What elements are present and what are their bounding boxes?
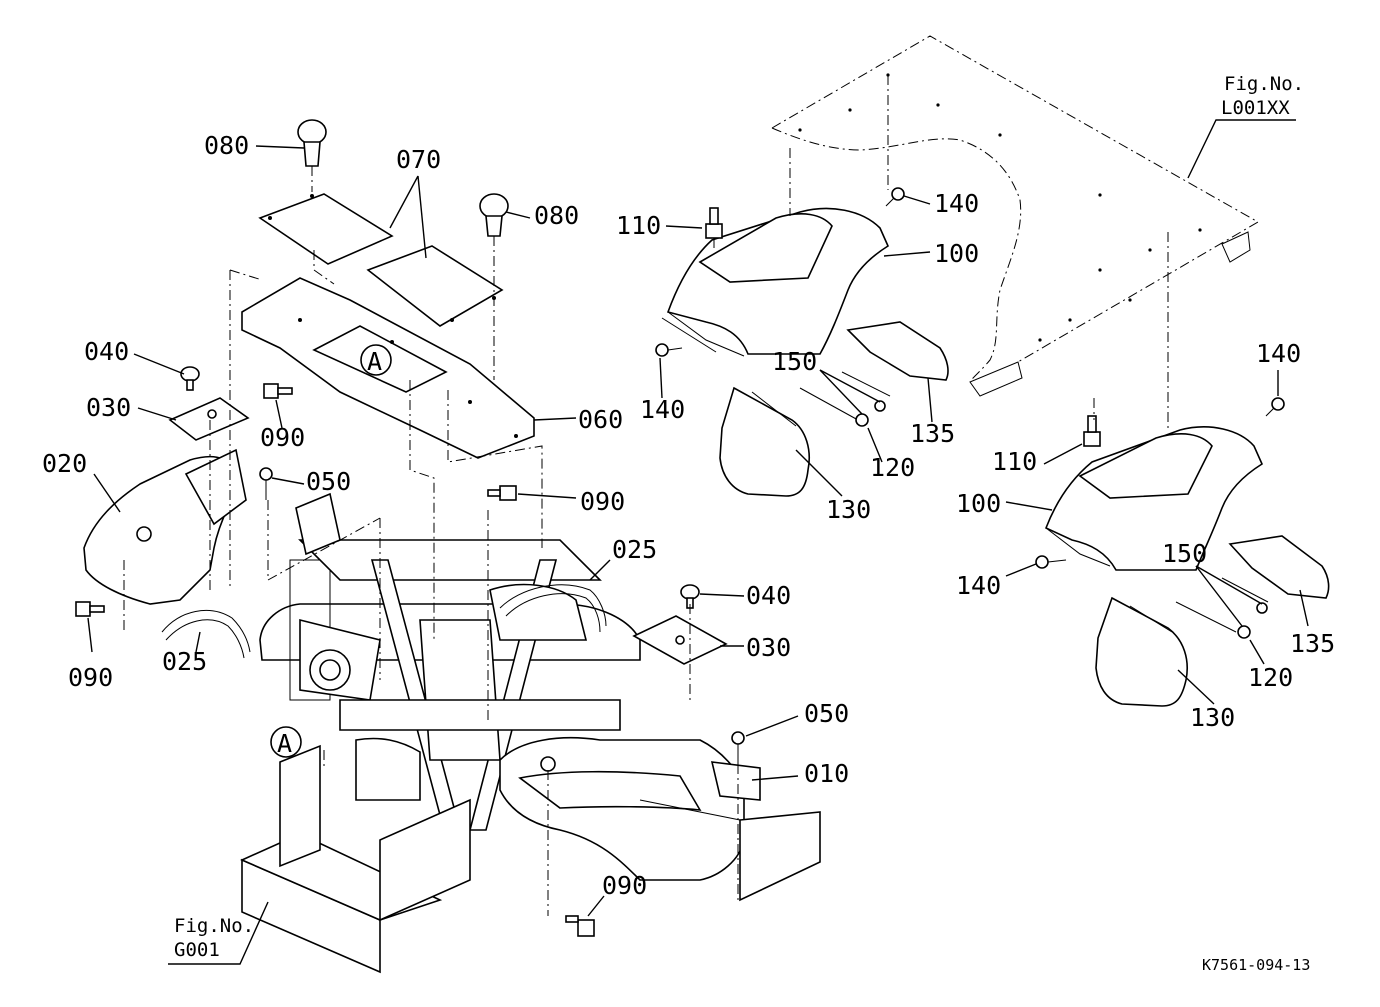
part-number-040: 040 bbox=[746, 581, 791, 610]
part-number-040: 040 bbox=[84, 337, 129, 366]
mud-flap-right-lower bbox=[1095, 596, 1188, 707]
bolt-090-right bbox=[487, 485, 517, 501]
part-number-100: 100 bbox=[934, 239, 979, 268]
part-number-140: 140 bbox=[1256, 339, 1301, 368]
leader-lines bbox=[87, 145, 1309, 917]
bolt-090-left-a bbox=[263, 383, 293, 399]
part-number-060: 060 bbox=[578, 405, 623, 434]
roof-canopy-outline bbox=[771, 35, 1260, 430]
wheel-strip-025-right bbox=[499, 584, 607, 633]
screw-140-upper bbox=[885, 187, 905, 207]
step-bracket-right-lower bbox=[1175, 535, 1330, 639]
part-number-120: 120 bbox=[1248, 663, 1293, 692]
part-number-100: 100 bbox=[956, 489, 1001, 518]
part-number-080: 080 bbox=[534, 201, 579, 230]
fig-ref-label: Fig.No. bbox=[174, 915, 254, 937]
fender-right-lower bbox=[1044, 426, 1264, 571]
marker-a-top: A bbox=[360, 344, 392, 376]
part-number-070: 070 bbox=[396, 145, 441, 174]
main-frame bbox=[259, 492, 641, 831]
part-number-050: 050 bbox=[804, 699, 849, 728]
mud-flap-right-upper bbox=[719, 386, 810, 497]
part-number-090: 090 bbox=[68, 663, 113, 692]
part-number-120: 120 bbox=[870, 453, 915, 482]
fender-right-upper bbox=[661, 207, 890, 357]
fender-left-rear-010 bbox=[499, 737, 761, 881]
part-labels: 080 070 080 040 030 020 090 050 060 090 … bbox=[42, 131, 1335, 900]
button-080-left bbox=[297, 119, 327, 167]
bolt-110-lower bbox=[1083, 415, 1101, 447]
part-number-135: 135 bbox=[910, 419, 955, 448]
part-number-090: 090 bbox=[260, 423, 305, 452]
part-number-025: 025 bbox=[612, 535, 657, 564]
part-number-050: 050 bbox=[306, 467, 351, 496]
part-number-090: 090 bbox=[580, 487, 625, 516]
part-number-150: 150 bbox=[1162, 539, 1207, 568]
marker-a-label: A bbox=[277, 729, 292, 758]
bolt-090-bottom bbox=[565, 915, 595, 937]
bottom-chassis bbox=[240, 744, 821, 974]
screw-140-lower bbox=[1035, 397, 1285, 569]
fig-ref-number: G001 bbox=[174, 939, 220, 961]
wheel-strip-025-left bbox=[161, 610, 251, 659]
bracket-030-right bbox=[632, 615, 728, 665]
screw-140-upper-left bbox=[655, 343, 683, 357]
marker-a-label: A bbox=[367, 347, 382, 376]
part-number-090: 090 bbox=[602, 871, 647, 900]
bracket-030-left bbox=[168, 397, 250, 441]
part-number-140: 140 bbox=[956, 571, 1001, 600]
screw-050-right bbox=[731, 731, 745, 764]
part-number-080: 080 bbox=[204, 131, 249, 160]
part-number-030: 030 bbox=[86, 393, 131, 422]
part-number-150: 150 bbox=[772, 347, 817, 376]
fender-left-020 bbox=[83, 448, 247, 605]
button-080-right bbox=[479, 193, 509, 237]
fig-ref-l001xx: Fig.No. L001XX bbox=[1187, 73, 1304, 179]
screw-050-left bbox=[259, 467, 273, 500]
step-bracket-right-upper bbox=[799, 321, 949, 427]
part-number-030: 030 bbox=[746, 633, 791, 662]
part-number-130: 130 bbox=[1190, 703, 1235, 732]
fig-ref-label: Fig.No. bbox=[1224, 73, 1304, 95]
drawing-code: K7561-094-13 bbox=[1202, 956, 1310, 974]
part-number-140: 140 bbox=[934, 189, 979, 218]
fig-ref-number: L001XX bbox=[1221, 97, 1290, 119]
part-number-110: 110 bbox=[616, 211, 661, 240]
assembly-lines bbox=[123, 148, 1095, 916]
plates-070 bbox=[258, 193, 504, 327]
marker-a-bottom: A bbox=[270, 726, 302, 758]
part-number-130: 130 bbox=[826, 495, 871, 524]
part-number-010: 010 bbox=[804, 759, 849, 788]
bolt-090-left-b bbox=[75, 601, 105, 617]
part-number-110: 110 bbox=[992, 447, 1037, 476]
part-number-025: 025 bbox=[162, 647, 207, 676]
part-number-020: 020 bbox=[42, 449, 87, 478]
fig-ref-g001: Fig.No. G001 bbox=[168, 901, 269, 965]
clip-040-left bbox=[180, 366, 200, 391]
part-number-135: 135 bbox=[1290, 629, 1335, 658]
bolt-110-upper bbox=[705, 207, 723, 239]
part-number-140: 140 bbox=[640, 395, 685, 424]
